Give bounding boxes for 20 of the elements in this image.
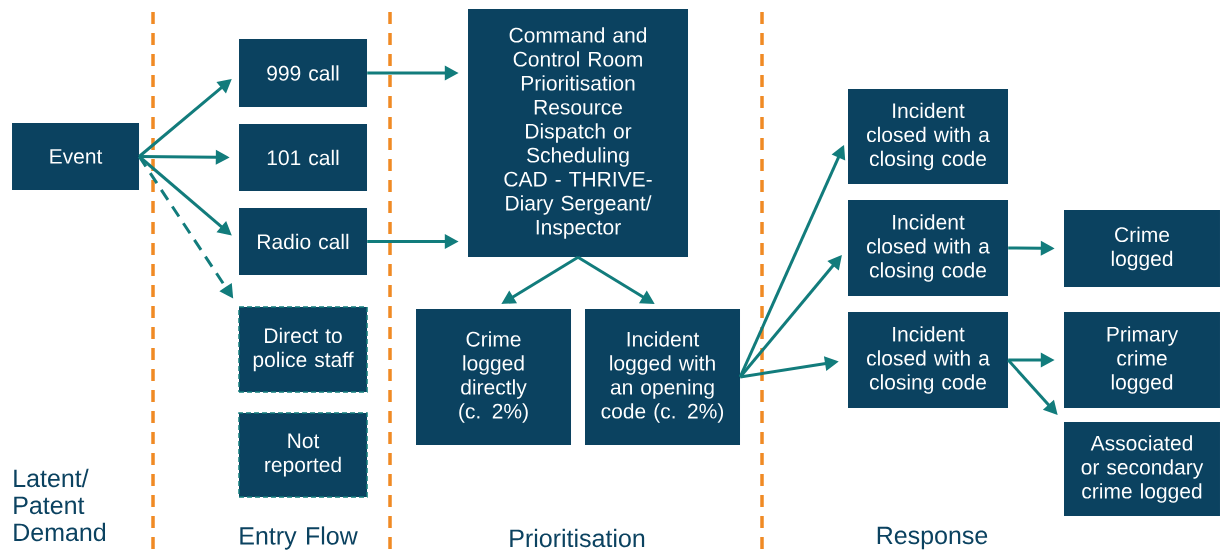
- process-box: Associated or secondary crime logged: [1064, 422, 1220, 516]
- process-box: Command and Control Room Prioritisation Resource Dispatch or Scheduling CAD - THRIVE- Diary Sergeant/ Inspector: [468, 9, 688, 257]
- lane-label: Latent/ Patent Demand: [14, 468, 106, 542]
- process-box: 999 call: [239, 39, 367, 107]
- process-box: Event: [12, 123, 139, 190]
- process-box: 101 call: [239, 124, 367, 191]
- process-box: Direct to police staff: [238, 306, 368, 393]
- process-box: Not reported: [238, 412, 368, 498]
- process-box: Crime logged: [1064, 210, 1220, 287]
- process-box: Incident closed with a closing code: [848, 89, 1008, 184]
- arrow: [1007, 359, 1058, 415]
- process-box: Incident logged with an opening code (c. 2%): [585, 309, 740, 445]
- lane-label: Entry Flow: [240, 526, 358, 550]
- lane-label: Prioritisation: [510, 528, 645, 548]
- process-box: Radio call: [239, 208, 367, 275]
- process-box: Incident closed with a closing code: [848, 312, 1008, 408]
- process-box: Crime logged directly (c. 2%): [416, 309, 571, 445]
- process-box: Incident closed with a closing code: [848, 200, 1008, 296]
- lane-label: Response: [877, 526, 988, 550]
- process-box: Primary crime logged: [1064, 312, 1220, 408]
